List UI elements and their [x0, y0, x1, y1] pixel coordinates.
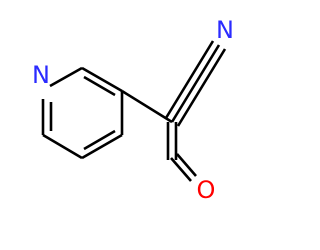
bond-c4-c5 [81, 133, 123, 160]
bond-ketene-co-2 [176, 153, 197, 177]
bond-ketene-co-1 [170, 157, 192, 182]
bond-nitrile-1 [170, 44, 221, 123]
nitrile-nitrogen-label: N [216, 16, 234, 44]
carbonyl-oxygen-label: O [197, 176, 216, 204]
bond-n1-c2 [49, 66, 83, 88]
atom-label-layer: N N O [32, 16, 234, 204]
bond-layer [41, 40, 227, 182]
bond-c2-c3 [81, 66, 123, 93]
bond-c2-c3-inner [83, 75, 116, 97]
bond-c5-c6 [42, 133, 83, 160]
molecule-structure: N N O [32, 16, 234, 204]
pyridine-nitrogen-label: N [32, 61, 50, 89]
bond-c4-c5-inner [83, 129, 116, 151]
bond-nitrile-3 [176, 48, 227, 127]
bond-nitrile-2 [164, 40, 215, 119]
bond-ring-to-alpha-carbon [121, 89, 173, 124]
